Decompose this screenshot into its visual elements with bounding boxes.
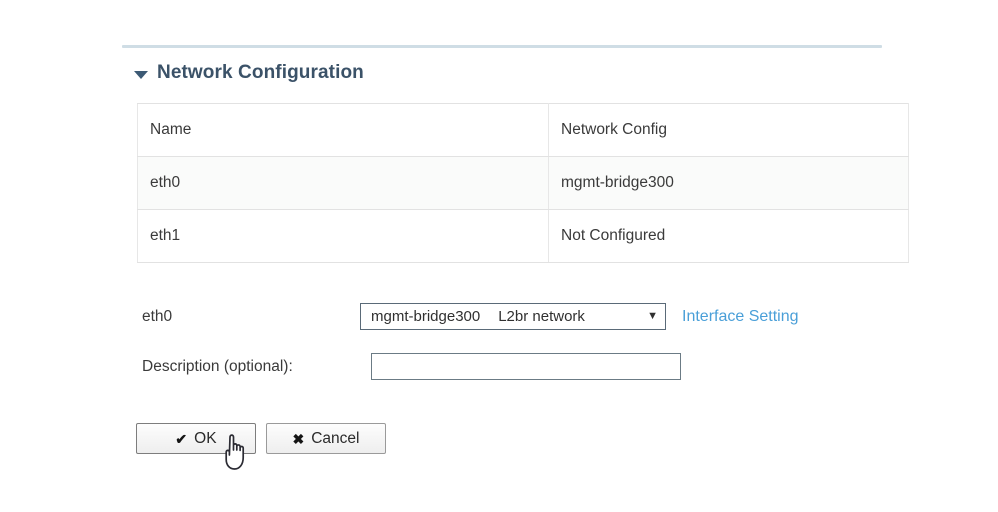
ok-button[interactable]: ✔ OK — [136, 423, 256, 454]
cross-icon: ✖ — [292, 430, 305, 447]
ok-button-label: OK — [194, 429, 217, 447]
select-value-name: mgmt-bridge300 — [371, 308, 481, 325]
description-input[interactable] — [371, 353, 681, 380]
triangle-down-icon[interactable] — [134, 70, 148, 79]
chevron-down-icon[interactable]: ▼ — [647, 310, 658, 322]
column-header-network-config: Network Config — [548, 103, 909, 157]
network-configuration-section-header[interactable]: Network Configuration — [134, 62, 364, 84]
cell-name: eth1 — [137, 209, 549, 263]
description-label: Description (optional): — [142, 357, 293, 375]
cancel-button[interactable]: ✖ Cancel — [266, 423, 386, 454]
select-value-type: L2br network — [498, 308, 585, 325]
check-icon: ✔ — [175, 430, 188, 447]
page-title: Network Configuration — [157, 62, 364, 83]
interface-label: eth0 — [142, 307, 173, 325]
dialog-button-bar: ✔ OK ✖ Cancel — [136, 423, 386, 454]
description-row: Description (optional): — [142, 353, 681, 380]
cell-network-config: Not Configured — [548, 209, 909, 263]
network-config-table: Name Network Config eth0 mgmt-bridge300 … — [137, 103, 909, 263]
table-row[interactable]: eth1 Not Configured — [137, 209, 909, 263]
table-row[interactable]: eth0 mgmt-bridge300 — [137, 156, 909, 210]
table-header-row: Name Network Config — [137, 103, 909, 157]
interface-setting-link[interactable]: Interface Setting — [682, 307, 799, 325]
cell-name: eth0 — [137, 156, 549, 210]
cancel-button-label: Cancel — [311, 429, 360, 447]
network-config-select[interactable]: mgmt-bridge300 L2br network ▼ — [360, 303, 666, 330]
section-divider — [122, 45, 882, 48]
interface-config-row: eth0 mgmt-bridge300 L2br network ▼ Interf… — [142, 303, 799, 330]
column-header-name: Name — [137, 103, 549, 157]
cell-network-config: mgmt-bridge300 — [548, 156, 909, 210]
